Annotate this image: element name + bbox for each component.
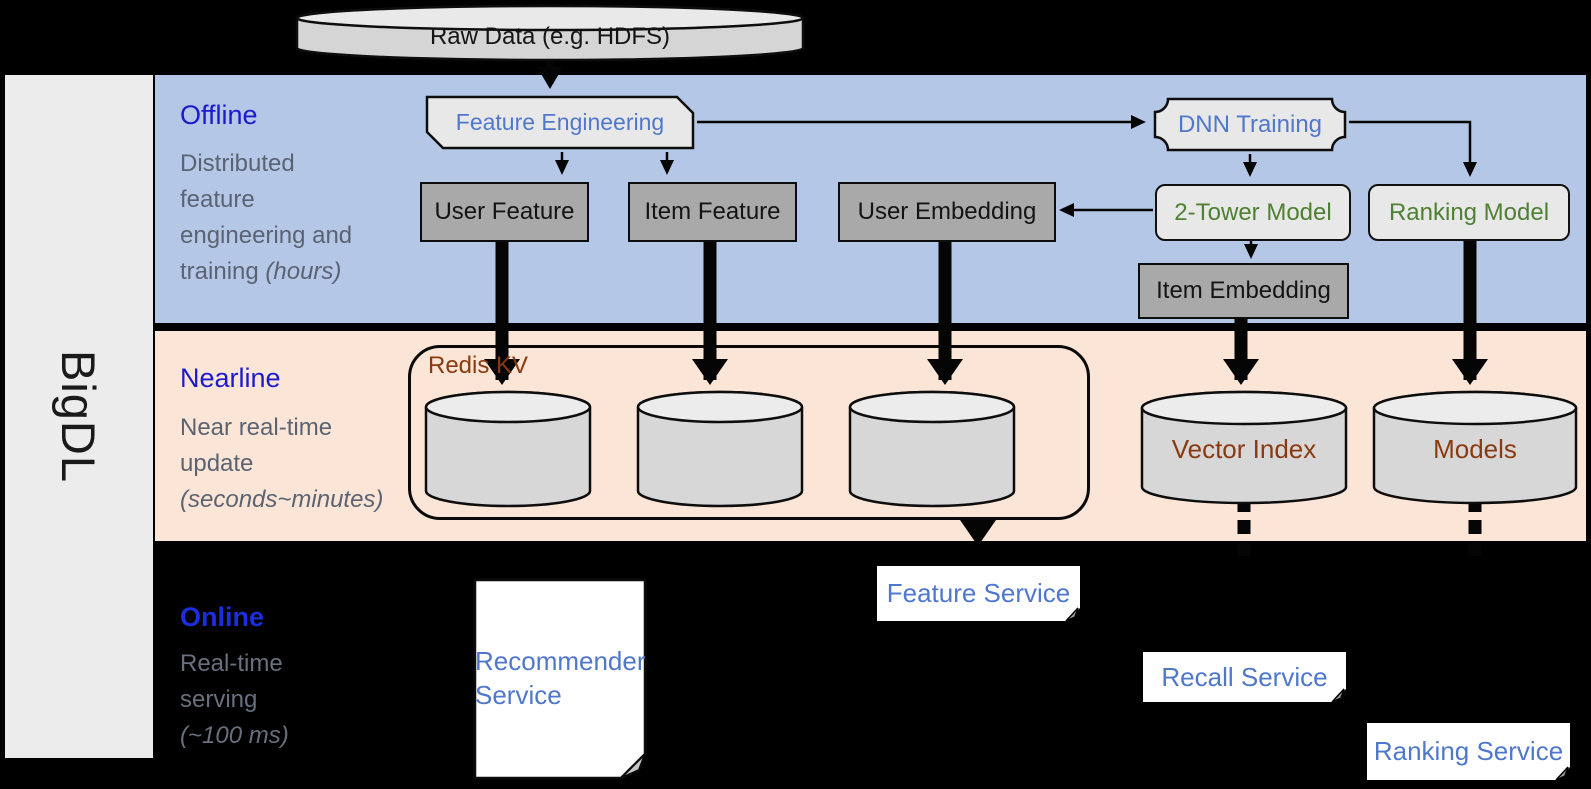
redis-kv-container bbox=[408, 345, 1090, 520]
cylinder-shape bbox=[1140, 390, 1348, 505]
folded-corner-icon bbox=[1555, 766, 1569, 781]
raw-data-store: Raw Data (e.g. HDFS) bbox=[295, 4, 805, 62]
online-lane-description: Real-time serving(~100 ms) bbox=[180, 650, 289, 749]
offline-lane-title: Offline bbox=[180, 100, 258, 130]
nearline-lane-title: Nearline bbox=[180, 363, 281, 393]
online-lane-title: Online bbox=[180, 602, 265, 632]
cylinder-shape bbox=[848, 390, 1016, 508]
nearline-lane-description: Near real-time update(seconds~minutes) bbox=[180, 414, 384, 513]
item-feature-node: Item Feature bbox=[628, 182, 797, 242]
dnn-training-node: DNN Training bbox=[1153, 97, 1347, 152]
redis-cylinder-3 bbox=[848, 390, 1016, 508]
user-embedding-node: User Embedding bbox=[838, 182, 1056, 242]
offline-lane-description: Distributed feature engineering and trai… bbox=[180, 150, 353, 285]
feature-engineering-label: Feature Engineering bbox=[455, 109, 665, 135]
item-embedding-node: Item Embedding bbox=[1138, 263, 1349, 319]
feature-service-label: Feature Service bbox=[886, 578, 1071, 608]
models-store: Models bbox=[1372, 390, 1578, 505]
ranking-model-label: Ranking Model bbox=[1388, 198, 1550, 226]
redis-cylinder-2 bbox=[636, 390, 804, 508]
cylinder-shape bbox=[295, 4, 805, 62]
cylinder-shape bbox=[1372, 390, 1578, 505]
cylinder-shape bbox=[636, 390, 804, 508]
two-tower-model-label: 2-Tower Model bbox=[1174, 198, 1332, 226]
redis-cylinder-1 bbox=[424, 390, 592, 508]
ranking-service-label: Ranking Service bbox=[1373, 736, 1564, 766]
plaque-shape bbox=[1153, 97, 1347, 152]
ranking-model-node: Ranking Model bbox=[1368, 184, 1570, 241]
raw-data-label: Raw Data (e.g. HDFS) bbox=[429, 23, 671, 50]
ranking-service-node: Ranking Service bbox=[1367, 723, 1570, 780]
bigdl-logo-text: BigDL bbox=[52, 349, 106, 484]
bigdl-sidebar: BigDL bbox=[5, 75, 153, 758]
recommender-service-label: Recommender Service bbox=[475, 646, 646, 710]
folded-corner-icon bbox=[1331, 688, 1345, 703]
recall-service-node: Recall Service bbox=[1143, 652, 1346, 702]
two-tower-model-node: 2-Tower Model bbox=[1155, 184, 1351, 241]
redis-kv-label: Redis KV bbox=[428, 352, 529, 379]
vector-index-label: Vector Index bbox=[1171, 434, 1317, 464]
item-embedding-label: Item Embedding bbox=[1156, 277, 1331, 304]
recommender-service-node: Recommender Service bbox=[473, 578, 647, 780]
cylinder-shape bbox=[424, 390, 592, 508]
user-feature-label: User Feature bbox=[434, 198, 575, 225]
user-feature-node: User Feature bbox=[420, 182, 589, 242]
recall-service-label: Recall Service bbox=[1161, 661, 1328, 692]
snip-corner-shape bbox=[425, 95, 695, 150]
feature-engineering-node: Feature Engineering bbox=[425, 95, 695, 150]
dnn-training-label: DNN Training bbox=[1177, 110, 1323, 138]
vector-index-store: Vector Index bbox=[1140, 390, 1348, 505]
folded-corner-icon bbox=[1065, 607, 1079, 622]
models-label: Models bbox=[1433, 434, 1517, 464]
feature-service-node: Feature Service bbox=[877, 566, 1080, 621]
document-shape bbox=[473, 578, 647, 780]
user-embedding-label: User Embedding bbox=[857, 198, 1037, 225]
item-feature-label: Item Feature bbox=[644, 198, 781, 225]
